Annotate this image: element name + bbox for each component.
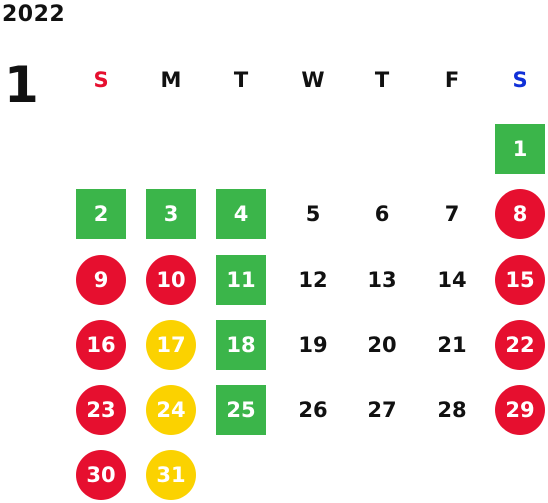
day-cell-6[interactable]: 6 (374, 202, 390, 226)
day-cell-3[interactable]: 3 (146, 189, 196, 239)
day-cell-9[interactable]: 9 (76, 255, 126, 305)
day-cell-14[interactable]: 14 (437, 268, 467, 292)
day-cell-1[interactable]: 1 (495, 124, 545, 174)
month-number: 1 (4, 56, 39, 114)
day-cell-15[interactable]: 15 (495, 255, 545, 305)
weekday-sunday: S (93, 68, 109, 92)
day-cell-8[interactable]: 8 (495, 189, 545, 239)
day-cell-31[interactable]: 31 (146, 450, 196, 500)
day-cell-18[interactable]: 18 (216, 320, 266, 370)
day-cell-25[interactable]: 25 (216, 385, 266, 435)
weekday-saturday: S (512, 68, 528, 92)
day-cell-28[interactable]: 28 (437, 398, 467, 422)
weekday-thursday: T (374, 68, 390, 92)
weekday-wednesday: W (301, 68, 325, 92)
weekday-tuesday: T (233, 68, 249, 92)
weekday-monday: M (160, 68, 182, 92)
day-cell-19[interactable]: 19 (298, 333, 328, 357)
weekday-friday: F (444, 68, 460, 92)
day-cell-2[interactable]: 2 (76, 189, 126, 239)
day-cell-22[interactable]: 22 (495, 320, 545, 370)
day-cell-26[interactable]: 26 (298, 398, 328, 422)
day-cell-13[interactable]: 13 (367, 268, 397, 292)
day-cell-16[interactable]: 16 (76, 320, 126, 370)
day-cell-27[interactable]: 27 (367, 398, 397, 422)
day-cell-20[interactable]: 20 (367, 333, 397, 357)
day-cell-30[interactable]: 30 (76, 450, 126, 500)
day-cell-29[interactable]: 29 (495, 385, 545, 435)
day-cell-7[interactable]: 7 (444, 202, 460, 226)
day-cell-23[interactable]: 23 (76, 385, 126, 435)
day-cell-12[interactable]: 12 (298, 268, 328, 292)
year-label: 2022 (2, 2, 66, 27)
day-cell-21[interactable]: 21 (437, 333, 467, 357)
day-cell-10[interactable]: 10 (146, 255, 196, 305)
day-cell-5[interactable]: 5 (305, 202, 321, 226)
day-cell-17[interactable]: 17 (146, 320, 196, 370)
day-cell-24[interactable]: 24 (146, 385, 196, 435)
day-cell-4[interactable]: 4 (216, 189, 266, 239)
day-cell-11[interactable]: 11 (216, 255, 266, 305)
